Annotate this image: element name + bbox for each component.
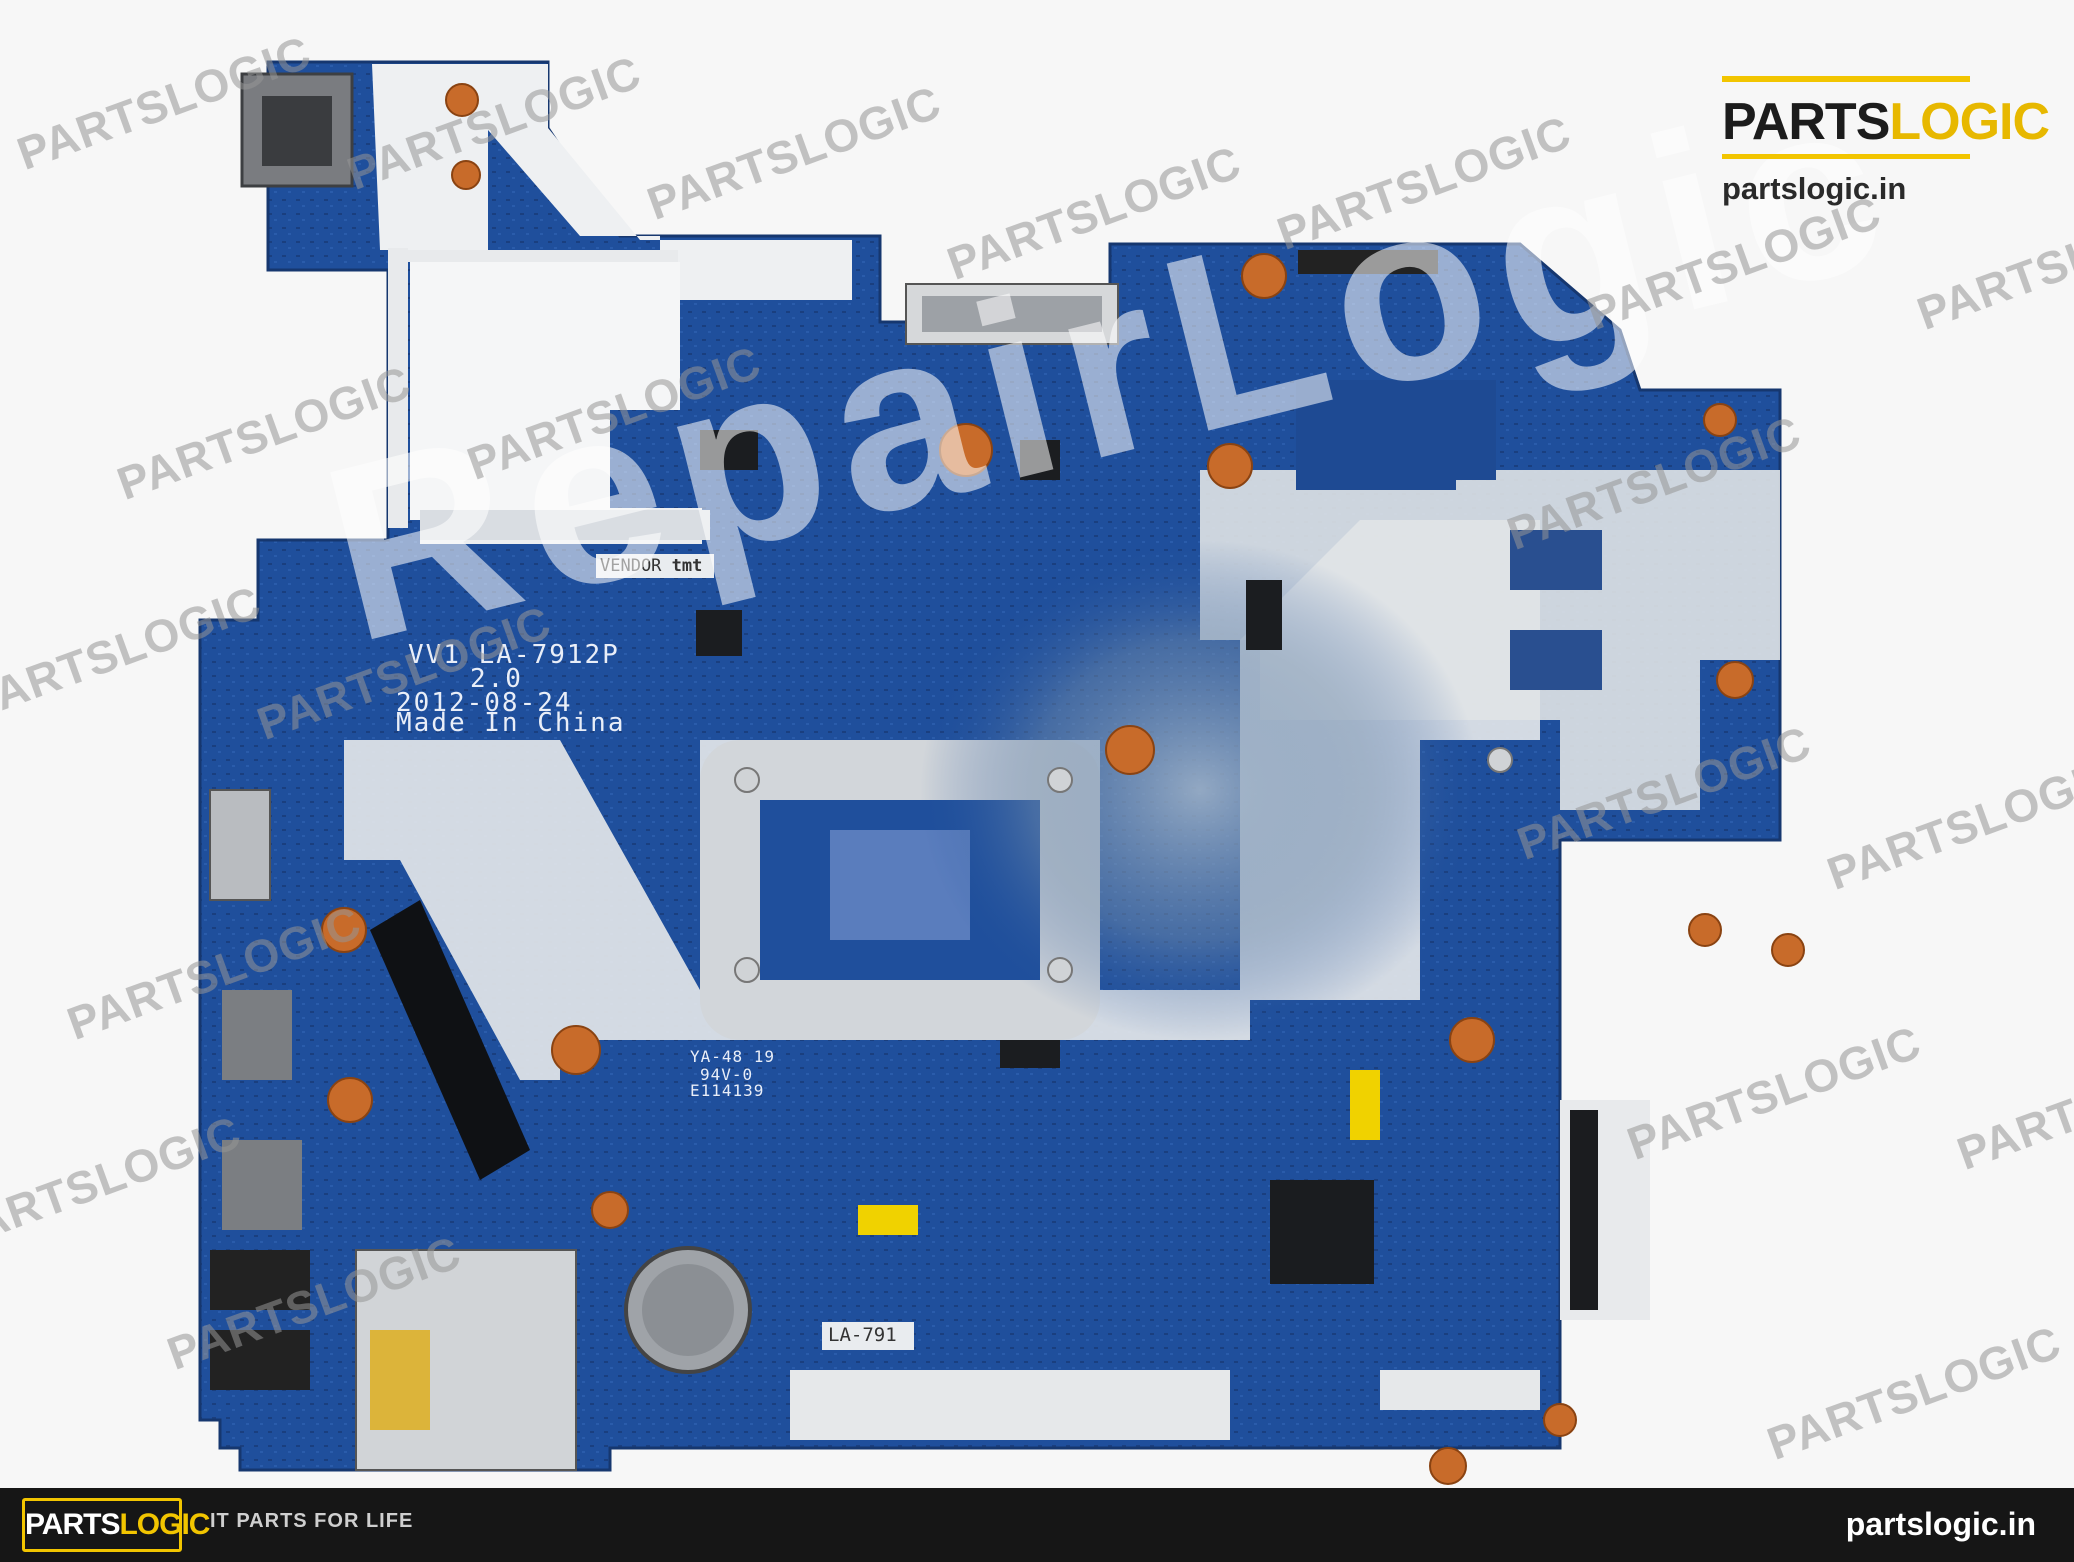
brand-url: partslogic.in <box>1722 171 1907 206</box>
ul-mark-line2: 94V-0 <box>700 1065 754 1084</box>
footer-tagline: IT PARTS FOR LIFE <box>210 1510 414 1532</box>
footer-logo-part-b: LOGIC <box>119 1508 210 1541</box>
ul-mark-line3: E114139 <box>690 1081 765 1100</box>
vendor-label: VENDOR tmt <box>596 554 714 578</box>
footer-url: partslogic.in <box>1845 1506 2036 1542</box>
brand-rule <box>1722 154 1970 159</box>
footer-bar: PARTSLOGIC IT PARTS FOR LIFE partslogic.… <box>0 1488 2074 1562</box>
ul-mark-line1: YA-48 19 <box>690 1047 776 1066</box>
board-origin-label: Made In China <box>396 708 626 738</box>
board-revision-label: 2.0 <box>470 664 523 694</box>
lower-model-label: LA-791 <box>822 1322 914 1350</box>
footer-logo: PARTSLOGIC <box>22 1498 210 1552</box>
brand-part-b: LOGIC <box>1889 93 2050 151</box>
board-model-label: VV1 LA-7912P <box>408 640 620 670</box>
vendor-label-text: VENDOR <box>600 556 662 576</box>
board-date-label: 2012-08-24 <box>396 688 573 718</box>
vendor-mark: tmt <box>671 556 703 576</box>
brand-logo: PARTSLOGIC partslogic.in <box>1722 76 2050 207</box>
brand-part-a: PARTS <box>1722 93 1890 151</box>
brand-wordmark: PARTSLOGIC <box>1722 92 2050 152</box>
footer-logo-part-a: PARTS <box>25 1508 120 1541</box>
